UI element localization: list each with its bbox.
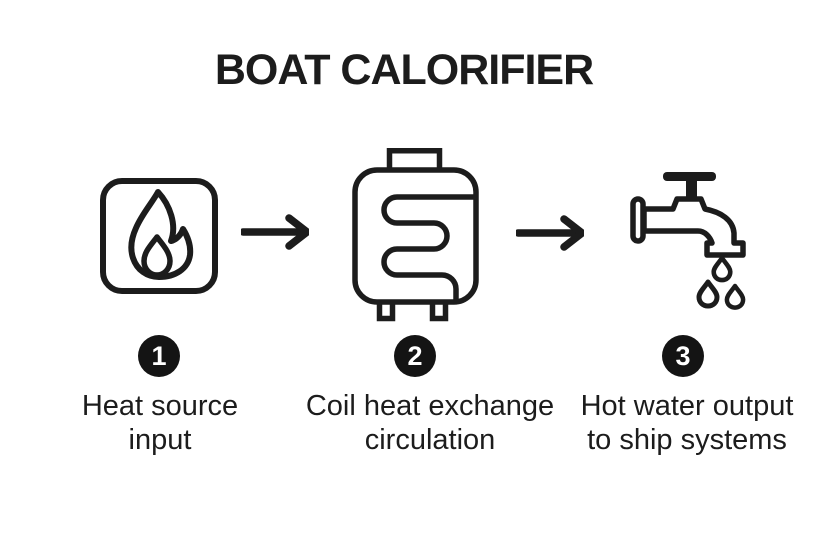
step-1-label: Heat source input — [10, 389, 310, 457]
calorifier-tank-coil-icon — [351, 148, 481, 324]
label-line: to ship systems — [587, 424, 787, 456]
step-3-label: Hot water output to ship systems — [537, 389, 837, 457]
diagram-title: BOAT CALORIFIER — [214, 46, 594, 94]
label-line: Coil heat exchange — [305, 390, 555, 422]
arrow-right-icon — [516, 211, 584, 255]
label-line: input — [128, 424, 192, 456]
step-3-badge: 3 — [662, 335, 704, 377]
water-tap-icon — [615, 165, 760, 315]
flame-icon — [100, 178, 218, 294]
step-1-badge: 1 — [138, 335, 180, 377]
step-2-badge: 2 — [394, 335, 436, 377]
label-line: Heat source — [81, 390, 239, 422]
label-line: circulation — [364, 424, 496, 456]
label-line: Hot water output — [580, 390, 794, 422]
step-2-label: Coil heat exchange circulation — [280, 389, 580, 457]
arrow-right-icon — [241, 210, 309, 254]
